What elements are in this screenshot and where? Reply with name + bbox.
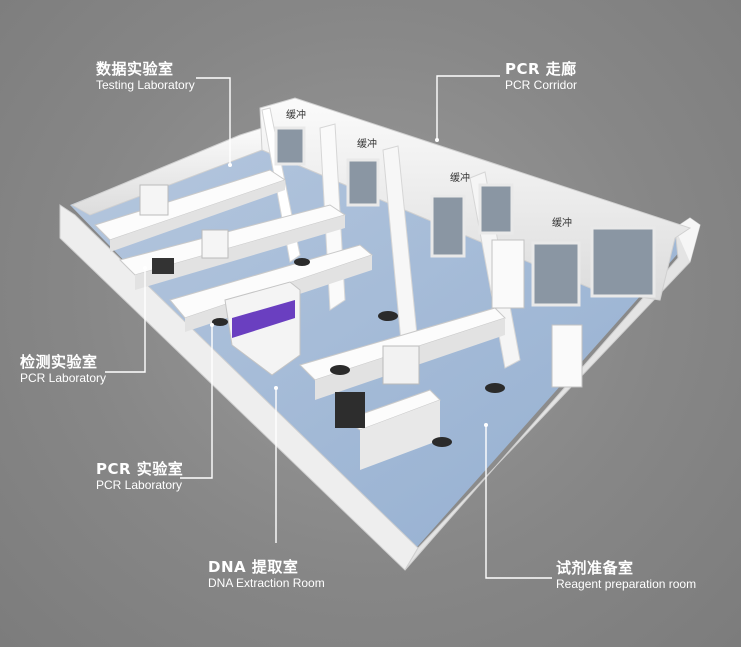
window [531,241,581,307]
label-zh: 数据实验室 [96,60,174,78]
stool [432,437,452,447]
leader-dot [228,163,232,167]
label-en: DNA Extraction Room [208,576,325,590]
equipment-cabinet [201,229,229,259]
label-zh: DNA 提取室 [208,558,299,576]
storage-cabinet [491,239,525,309]
equipment-cabinet [382,345,420,385]
label-zh: PCR 走廊 [505,60,577,78]
label-zh: 检测实验室 [20,353,98,371]
leader-line-reagent-room [485,425,552,579]
label-detect-lab: 检测实验室 PCR Laboratory [20,353,107,386]
leader-dot [274,386,278,390]
stool [378,311,398,321]
label-dna-room: DNA 提取室 DNA Extraction Room [208,558,325,591]
dark-panel [335,392,365,428]
biosafety-cabinet-panel [232,300,295,338]
window [478,183,514,235]
stool [212,318,228,326]
label-pcr-lab: PCR 实验室 PCR Laboratory [96,460,184,493]
leader-line-pcr-lab [180,325,213,479]
window [346,158,380,207]
leader-dot [484,423,488,427]
leader-dot [210,323,214,327]
label-en: PCR Laboratory [20,371,107,385]
window [274,126,306,166]
label-zh: 试剂准备室 [556,559,634,577]
stool [485,383,505,393]
lab-bench [360,400,440,470]
label-en: Testing Laboratory [96,78,195,92]
window [590,226,656,298]
leader-dot [143,266,147,270]
leader-line-detect-lab [105,268,146,373]
buffer-label: 缓冲 [286,110,306,121]
label-en: PCR Laboratory [96,478,183,492]
stool [294,258,310,266]
label-pcr-corridor: PCR 走廊 PCR Corridor [505,60,578,93]
label-en: PCR Corridor [505,78,578,92]
label-zh: PCR 实验室 [96,460,184,478]
stool [330,365,350,375]
label-en: Reagent preparation room [556,577,697,591]
leader-line-pcr-corridor [436,75,500,140]
lab-bench [110,180,285,252]
label-reagent-room: 试剂准备室 Reagent preparation room [556,559,697,592]
lab-bench [135,215,345,290]
label-data-lab: 数据实验室 Testing Laboratory [96,60,195,93]
monitor [152,258,174,274]
leader-line-data-lab [196,77,231,165]
equipment-cabinet [139,184,169,216]
leader-dot [435,138,439,142]
storage-cabinet [551,324,583,388]
buffer-label: 缓冲 [552,218,572,229]
buffer-label: 缓冲 [357,139,377,150]
buffer-label: 缓冲 [450,173,470,184]
window [430,194,466,258]
